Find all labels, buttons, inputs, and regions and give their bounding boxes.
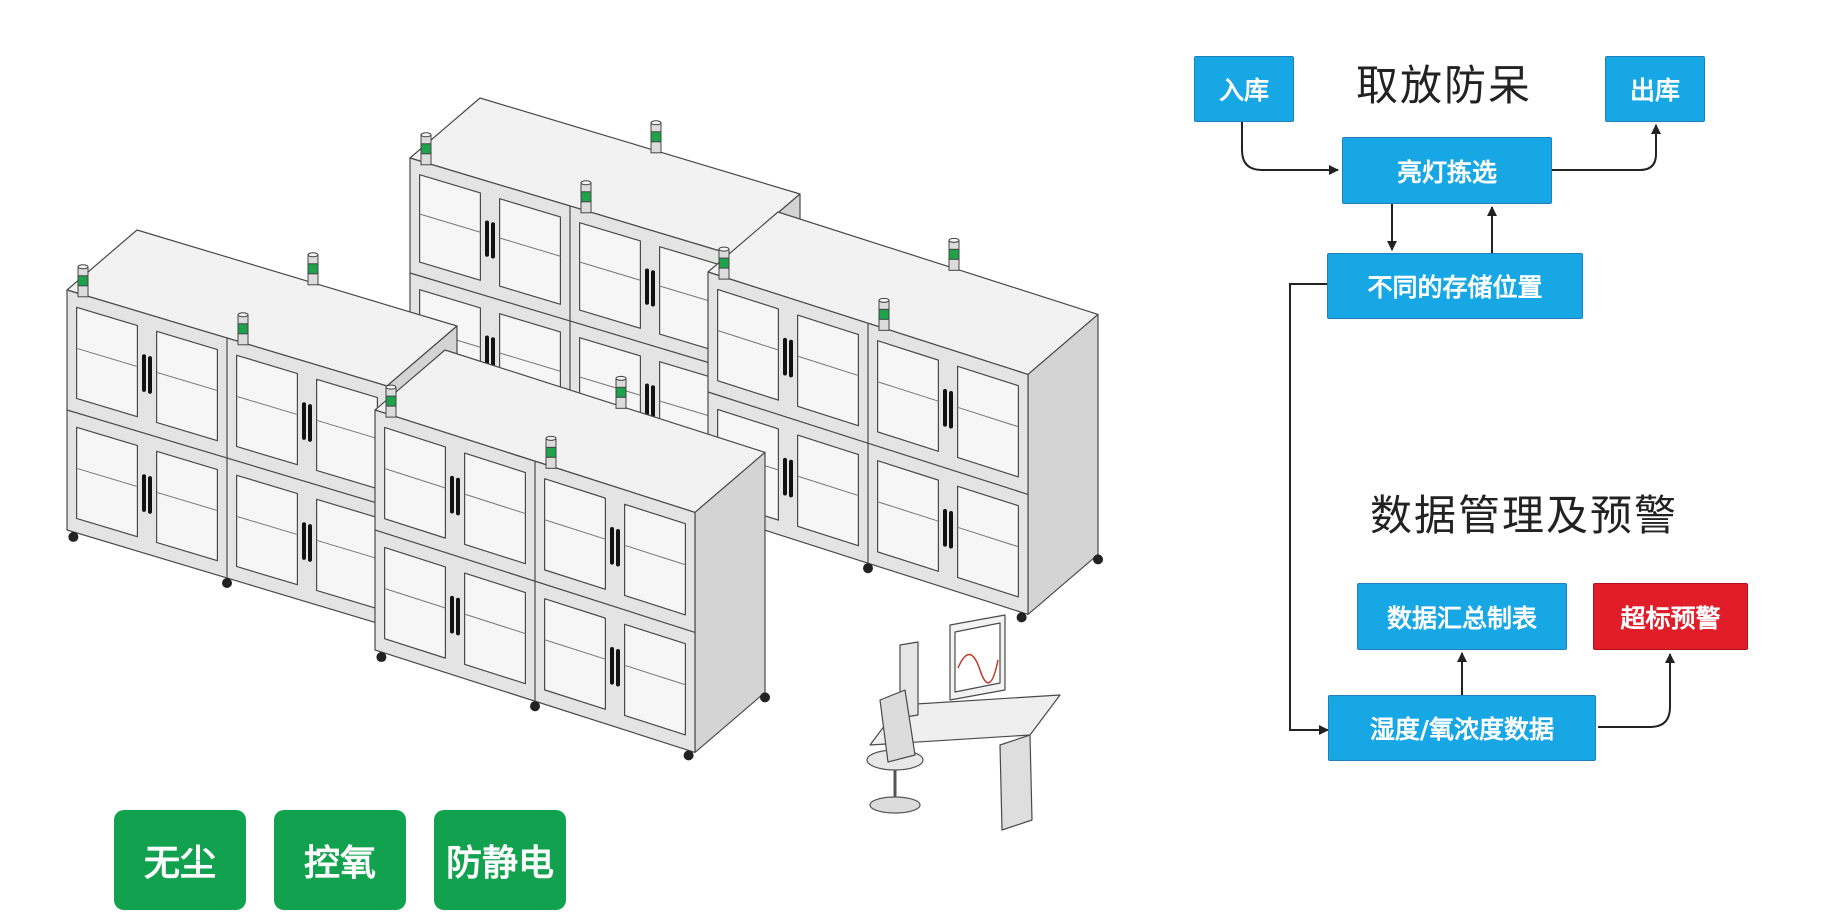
cabinet-glass-door <box>578 222 642 329</box>
cabinet-glass-door <box>956 365 1020 478</box>
chair-back <box>879 689 916 763</box>
flow-box-alarm: 超标预警 <box>1593 583 1748 650</box>
flow-box-outbound: 出库 <box>1605 56 1705 122</box>
flow-box-inbound: 入库 <box>1194 56 1294 122</box>
cabinet-glass-door <box>464 572 527 685</box>
signal-tower-light-icon <box>580 180 592 214</box>
cabinet-glass-door <box>75 426 138 538</box>
cabinet-glass-door <box>236 474 298 586</box>
flow-box-report: 数据汇总制表 <box>1357 583 1567 650</box>
cabinet-glass-door <box>75 306 138 418</box>
cabinet-glass-door <box>956 485 1020 598</box>
cabinet-glass-door <box>384 426 446 539</box>
cabinet-glass-door <box>236 354 298 466</box>
cabinet-glass-door <box>796 434 860 547</box>
cabinet-glass-door <box>876 340 940 452</box>
signal-tower-light-icon <box>615 375 627 409</box>
cabinet-glass-door <box>464 452 527 565</box>
signal-tower-light-icon <box>385 384 397 418</box>
cabinet-glass-door <box>156 330 218 442</box>
cabinet-glass-door <box>419 174 481 281</box>
signal-tower-light-icon <box>948 237 960 271</box>
cabinet-glass-door <box>384 546 446 659</box>
cabinet-glass-door <box>316 378 378 490</box>
cabinet-glass-door <box>316 498 378 610</box>
storage-cabinet-icon <box>374 349 770 761</box>
cabinet-glass-door <box>623 623 687 736</box>
heading-data-management: 数据管理及预警 <box>1370 491 1679 540</box>
signal-tower-light-icon <box>237 312 249 346</box>
signal-tower-light-icon <box>650 120 662 154</box>
signal-tower-light-icon <box>878 297 890 331</box>
cabinet-glass-door <box>623 503 687 616</box>
signal-tower-light-icon <box>77 264 89 298</box>
flow-box-light-pick: 亮灯拣选 <box>1342 137 1552 204</box>
badge-dust-free: 无尘 <box>114 810 246 910</box>
storage-cabinet-icon <box>707 211 1103 623</box>
cabinet-glass-door <box>156 450 218 562</box>
flow-box-sensor-data: 湿度/氧浓度数据 <box>1328 695 1596 761</box>
cabinet-glass-door <box>543 478 607 590</box>
computer-workstation-icon <box>866 614 1061 831</box>
flow-box-storage-locations: 不同的存储位置 <box>1327 253 1583 319</box>
signal-tower-light-icon <box>718 246 730 280</box>
badge-anti-static: 防静电 <box>434 810 566 910</box>
desk-leg <box>999 734 1033 831</box>
signal-tower-light-icon <box>420 132 432 166</box>
cabinet-glass-door <box>499 198 562 305</box>
cabinet-glass-door <box>543 598 607 710</box>
cabinet-glass-door <box>876 460 940 572</box>
badge-oxygen-control: 控氧 <box>274 810 406 910</box>
cabinet-glass-door <box>796 314 860 427</box>
signal-tower-light-icon <box>545 435 557 469</box>
monitor-screen <box>954 622 1001 693</box>
cabinet-glass-door <box>716 288 780 401</box>
signal-tower-light-icon <box>307 252 319 286</box>
heading-access-foolproof: 取放防呆 <box>1356 61 1533 110</box>
